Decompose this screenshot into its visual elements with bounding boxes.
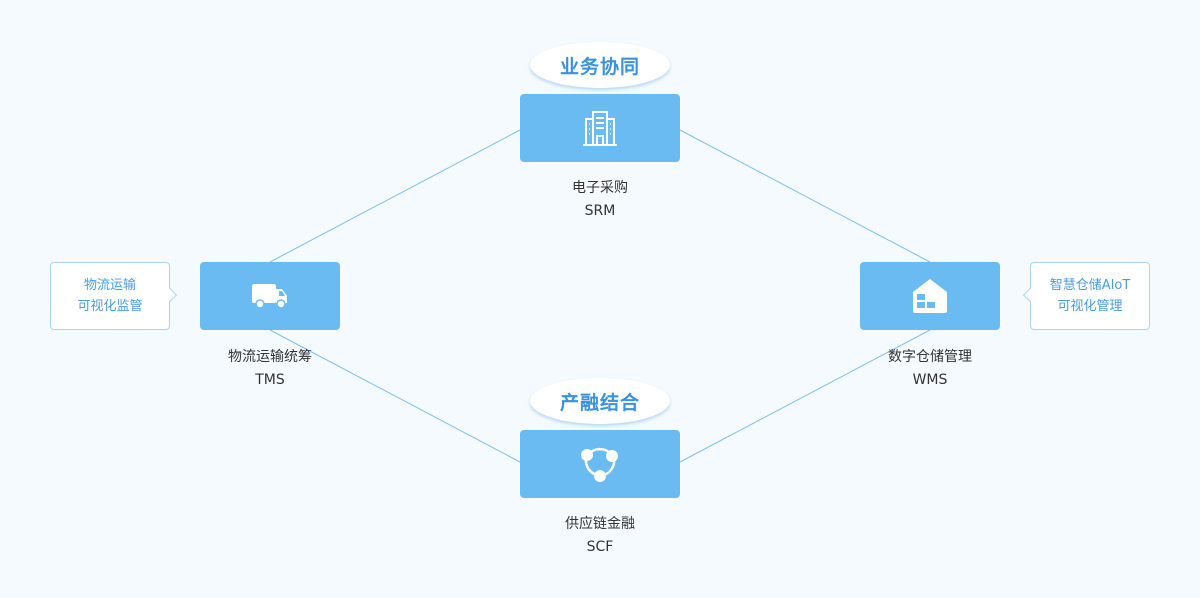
callout-line: 可视化管理 xyxy=(1057,299,1123,314)
callout-line: 智慧仓储AIoT xyxy=(1049,278,1131,293)
callout-line: 物流运输 xyxy=(83,278,136,293)
line-tms-scf xyxy=(269,329,521,463)
badge-finance-integration: 产融结合 xyxy=(530,378,670,424)
callout-line: 可视化监管 xyxy=(77,299,143,314)
node-scf[interactable] xyxy=(520,430,680,498)
node-wms[interactable] xyxy=(860,262,1000,330)
node-srm[interactable] xyxy=(520,94,680,162)
network-icon xyxy=(581,447,618,482)
callout-logistics: 物流运输 可视化监管 xyxy=(50,262,178,330)
warehouse-icon xyxy=(913,279,947,313)
node-tms[interactable] xyxy=(200,262,340,330)
line-scf-wms xyxy=(679,329,931,463)
badge-business-collab: 业务协同 xyxy=(530,42,670,88)
line-srm-wms xyxy=(679,129,931,263)
callout-warehouse: 智慧仓储AIoT 可视化管理 xyxy=(1022,262,1150,330)
truck-icon xyxy=(252,284,287,309)
building-icon xyxy=(583,111,617,146)
line-tms-srm xyxy=(269,129,521,263)
